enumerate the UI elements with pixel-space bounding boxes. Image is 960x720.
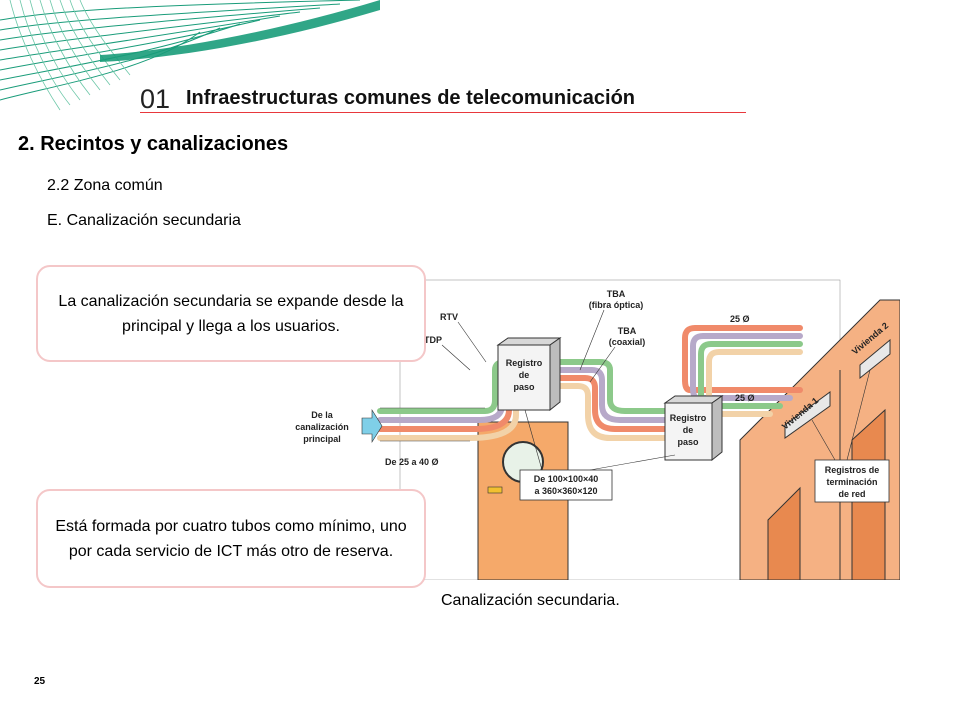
callout-description: La canalización secundaria se expande de…	[36, 265, 426, 362]
callout-composition: Está formada por cuatro tubos como mínim…	[36, 489, 426, 588]
svg-text:paso: paso	[677, 437, 699, 447]
svg-text:paso: paso	[513, 382, 535, 392]
svg-text:TBA: TBA	[618, 326, 637, 336]
svg-text:25 Ø: 25 Ø	[730, 314, 750, 324]
svg-text:de red: de red	[838, 489, 865, 499]
figure-caption: Canalización secundaria.	[441, 592, 620, 609]
svg-text:a 360×360×120: a 360×360×120	[534, 486, 597, 496]
svg-text:canalización: canalización	[295, 422, 349, 432]
svg-text:RTV: RTV	[440, 312, 458, 322]
svg-text:terminación: terminación	[826, 477, 877, 487]
svg-text:de: de	[683, 425, 694, 435]
decorative-wave-lines	[0, 0, 380, 111]
chapter-header: 01 Infraestructuras comunes de telecomun…	[140, 80, 746, 114]
svg-text:Registro: Registro	[670, 413, 707, 423]
from-main-arrow	[361, 408, 383, 444]
svg-text:(coaxial): (coaxial)	[609, 337, 646, 347]
subsection-title: 2.2 Zona común	[47, 177, 163, 194]
svg-text:Registros de: Registros de	[825, 465, 880, 475]
svg-text:Registro: Registro	[506, 358, 543, 368]
chapter-title: Infraestructuras comunes de telecomunica…	[186, 87, 636, 109]
svg-text:STDP: STDP	[418, 335, 442, 345]
svg-text:De 25 a 40 Ø: De 25 a 40 Ø	[385, 457, 439, 467]
svg-text:(fibra óptica): (fibra óptica)	[589, 300, 644, 310]
junction-box-1: Registro de paso	[496, 337, 562, 412]
section-title: 2. Recintos y canalizaciones	[18, 133, 289, 155]
subsubsection-title: E. Canalización secundaria	[47, 212, 241, 229]
svg-text:de: de	[519, 370, 530, 380]
svg-text:25 Ø: 25 Ø	[735, 393, 755, 403]
svg-text:TBA: TBA	[607, 289, 626, 299]
svg-text:De la: De la	[311, 410, 334, 420]
chapter-number: 01	[140, 84, 171, 114]
svg-text:principal: principal	[303, 434, 341, 444]
page-number: 25	[34, 676, 46, 687]
secondary-channel-illustration: Registro de paso Registro de paso De la …	[295, 279, 900, 580]
junction-box-2: Registro de paso	[663, 395, 724, 462]
svg-text:De 100×100×40: De 100×100×40	[534, 474, 599, 484]
